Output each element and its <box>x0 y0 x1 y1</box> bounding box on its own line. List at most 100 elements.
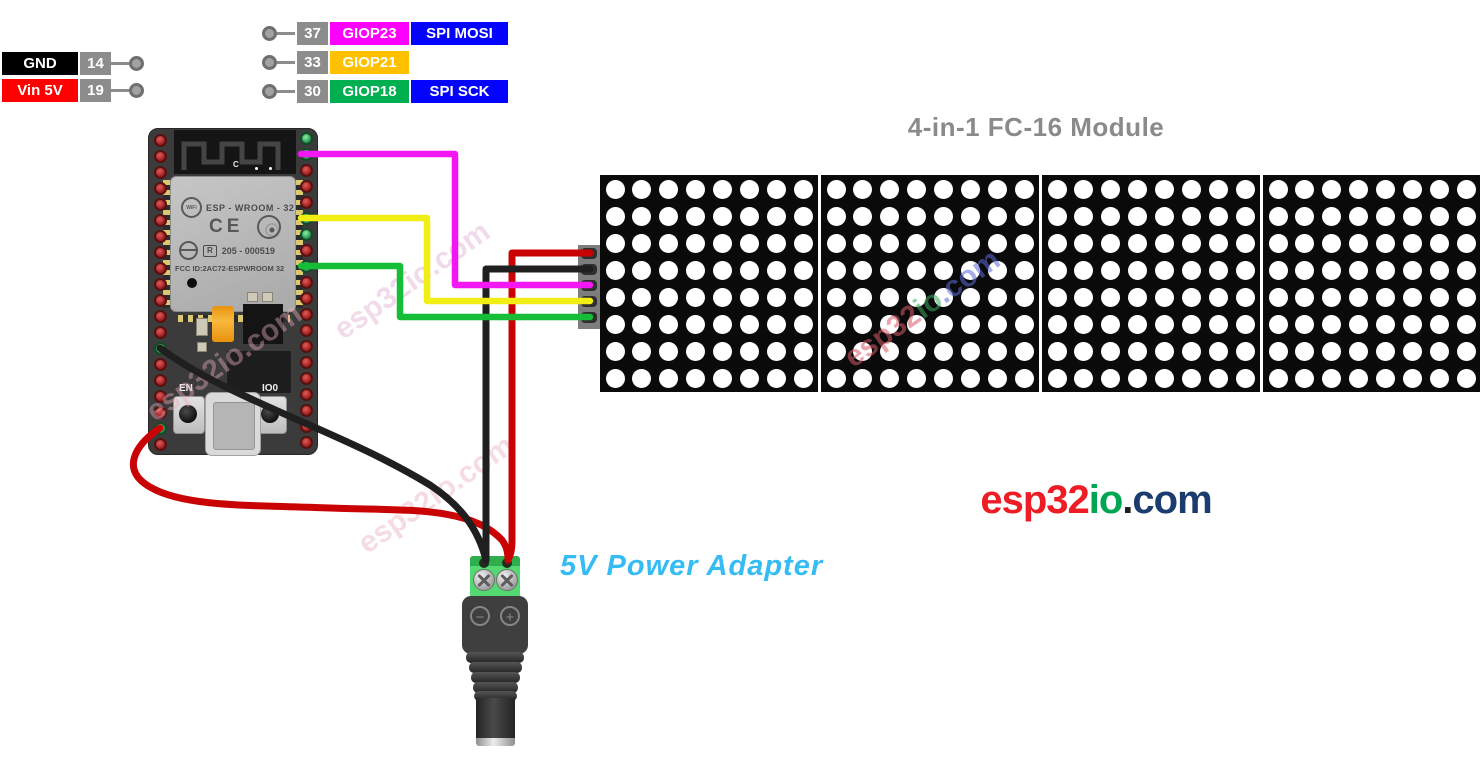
connector-slot <box>581 248 597 259</box>
wire-mosi <box>297 150 594 289</box>
swirl-logo-icon <box>257 215 282 239</box>
led-dot <box>1155 179 1175 199</box>
adapter-rib <box>469 662 522 673</box>
terminal-hole <box>479 558 489 568</box>
pin-label-gnd: GND 14 <box>2 52 144 75</box>
led-dot <box>853 206 873 226</box>
led-dot <box>1074 341 1094 361</box>
led-dot <box>853 314 873 334</box>
pin-circle <box>262 84 277 99</box>
led-dot <box>961 314 980 334</box>
board-pin <box>153 213 167 227</box>
led-dot <box>1429 206 1449 226</box>
board-pin <box>153 133 167 147</box>
watermark: esp32io.com <box>352 428 521 561</box>
resistor <box>197 342 207 352</box>
resistor <box>262 292 273 302</box>
led-dot <box>934 287 954 307</box>
logo-com: com <box>1132 478 1212 522</box>
board-pin <box>153 181 167 195</box>
led-dot <box>1182 287 1201 307</box>
led-dot <box>1208 287 1228 307</box>
led-dot <box>1456 314 1476 334</box>
led-dot <box>1128 260 1148 280</box>
led-dot <box>907 179 927 199</box>
led-dot <box>1429 287 1449 307</box>
led-dot <box>1128 341 1148 361</box>
led-dot <box>605 179 625 199</box>
led-dot <box>793 260 813 280</box>
board-pin <box>299 307 313 321</box>
led-dot <box>686 287 706 307</box>
gpio-box: GIOP21 <box>330 51 409 74</box>
led-dot <box>1268 206 1288 226</box>
led-dot <box>632 179 652 199</box>
led-matrix-panel <box>600 175 818 392</box>
led-dot <box>793 206 813 226</box>
led-dot <box>1349 233 1369 253</box>
led-dot <box>1074 206 1094 226</box>
led-dot <box>907 368 927 388</box>
board-pads <box>178 315 290 322</box>
board-pin <box>153 373 167 387</box>
led-dot <box>1403 233 1422 253</box>
led-dot <box>1235 341 1255 361</box>
board-pin <box>299 195 313 209</box>
led-dot <box>1429 341 1449 361</box>
led-dot <box>1403 341 1422 361</box>
cert-logo-icon <box>179 241 198 260</box>
adapter-rib <box>466 652 524 663</box>
led-dot <box>793 341 813 361</box>
function-box: SPI SCK <box>411 80 508 103</box>
led-dot <box>1047 341 1067 361</box>
connector-slot <box>581 312 597 323</box>
led-dot <box>766 179 786 199</box>
led-dot <box>713 287 733 307</box>
led-dot <box>1295 368 1315 388</box>
led-dot <box>934 233 954 253</box>
led-dot <box>1322 179 1342 199</box>
led-dot <box>1349 260 1369 280</box>
led-dot <box>1155 341 1175 361</box>
ce-mark: CE <box>209 216 244 237</box>
pin-circle <box>129 56 144 71</box>
barrel-plug <box>476 698 515 738</box>
led-dot <box>793 368 813 388</box>
terminal-screw-icon <box>473 569 495 591</box>
led-dot <box>826 179 846 199</box>
board-pin <box>153 357 167 371</box>
led-dot <box>686 206 706 226</box>
led-dot <box>1376 368 1396 388</box>
board-pin <box>153 197 167 211</box>
led-dot <box>659 341 679 361</box>
led-dot <box>793 287 813 307</box>
led-dot <box>880 260 900 280</box>
led-dot <box>740 260 759 280</box>
board-pin <box>299 259 313 273</box>
board-pin <box>299 339 313 353</box>
led-dot <box>1128 287 1148 307</box>
adapter-body: − + <box>462 596 528 654</box>
led-dot <box>907 233 927 253</box>
led-dot <box>826 206 846 226</box>
led-dot <box>1429 260 1449 280</box>
led-dot <box>1403 206 1422 226</box>
minus-symbol: − <box>470 606 490 626</box>
led-dot <box>1182 260 1201 280</box>
led-dot <box>740 206 759 226</box>
watermark: esp32io.com <box>328 214 497 347</box>
r-mark: R <box>203 244 217 257</box>
micro-usb-port <box>205 392 261 456</box>
pin-number-box: 37 <box>297 22 328 45</box>
board-pin <box>299 211 313 225</box>
led-dot <box>1322 314 1342 334</box>
led-dot <box>1403 260 1422 280</box>
led-dot <box>1155 260 1175 280</box>
led-dot <box>1182 368 1201 388</box>
led-dot <box>1349 314 1369 334</box>
led-dot <box>961 260 980 280</box>
led-dot <box>1208 179 1228 199</box>
adapter-rib <box>471 672 520 683</box>
logo-esp32: esp32 <box>980 478 1089 522</box>
board-pin <box>299 147 313 161</box>
